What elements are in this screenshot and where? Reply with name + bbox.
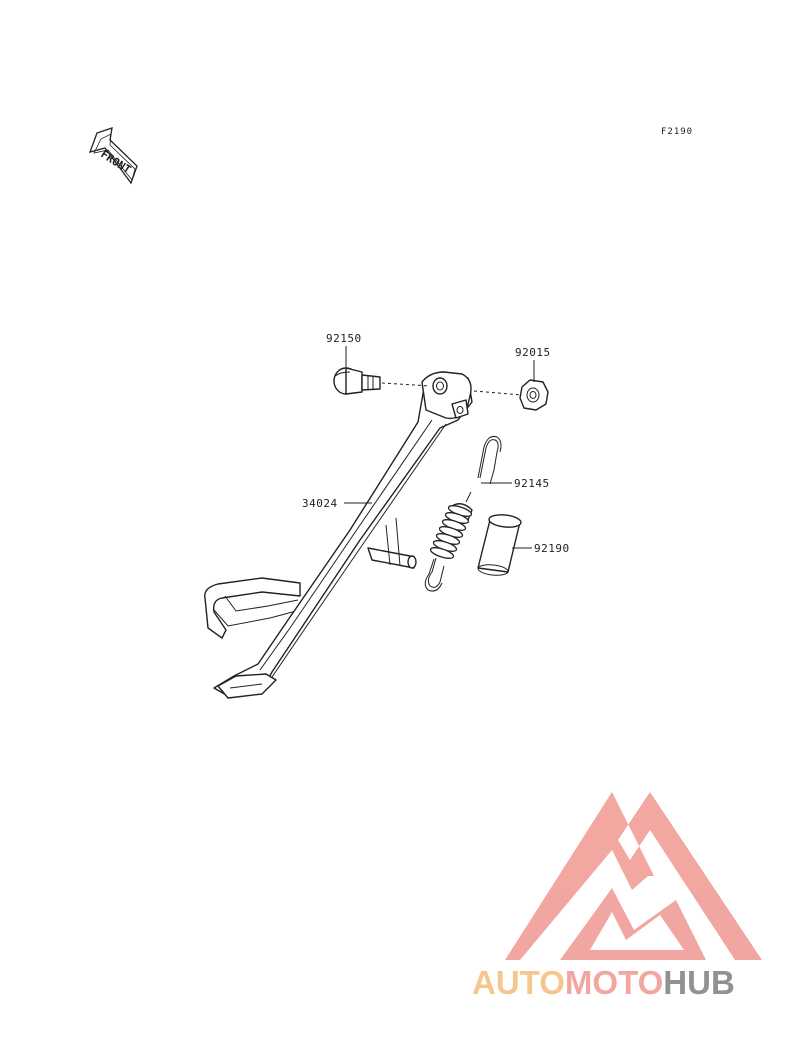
leader-lines <box>344 346 535 549</box>
part-label-92190: 92190 <box>534 542 570 555</box>
watermark-triangle-icon <box>505 792 762 960</box>
part-label-34024: 34024 <box>302 497 338 510</box>
part-label-92145: 92145 <box>514 477 550 490</box>
sleeve-part <box>477 514 522 576</box>
watermark-logo: AUTOMOTOHUB <box>472 792 762 1001</box>
svg-text:AUTOMOTOHUB: AUTOMOTOHUB <box>472 964 735 1001</box>
front-arrow-icon: FRONT <box>88 127 138 185</box>
side-stand-part <box>204 371 473 699</box>
alignment-lines <box>381 382 523 396</box>
watermark-auto: AUTO <box>472 964 565 1001</box>
part-label-92150: 92150 <box>326 332 362 345</box>
nut-part <box>519 379 549 411</box>
part-label-92015: 92015 <box>515 346 551 359</box>
watermark-moto: MOTO <box>565 964 663 1001</box>
figure-code: F2190 <box>661 127 693 137</box>
watermark-hub: HUB <box>663 964 735 1001</box>
spring-part <box>424 436 502 592</box>
bolt-part <box>333 367 381 395</box>
